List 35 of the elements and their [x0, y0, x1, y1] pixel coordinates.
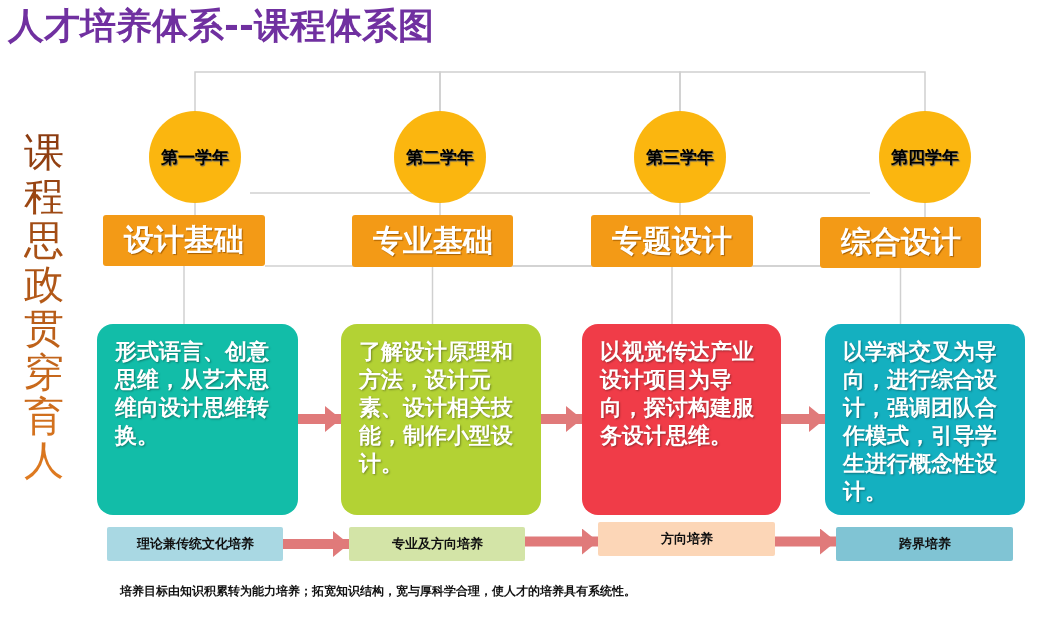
connector-line [194, 71, 441, 112]
connector-line [899, 267, 902, 325]
stage-label-box: 综合设计 [820, 217, 981, 268]
arrow [283, 531, 349, 557]
connector-line [671, 266, 673, 325]
stage-label-box: 专题设计 [591, 215, 753, 267]
stage-label-box: 专业基础 [352, 215, 513, 267]
connector-line [439, 202, 441, 216]
description-card: 以学科交叉为导向，进行综合设计，强调团队合作模式，引导学生进行概念性设计。 [825, 324, 1025, 515]
year-circle: 第三学年 [634, 111, 726, 203]
year-circle: 第四学年 [879, 111, 971, 203]
title: 人才培养体系--课程体系图 [8, 4, 434, 48]
training-tag: 理论兼传统文化培养 [107, 527, 283, 561]
year-circle: 第一学年 [149, 111, 241, 203]
description-card: 形式语言、创意思维，从艺术思维向设计思维转换。 [97, 324, 298, 515]
connector-line [679, 202, 681, 216]
training-tag: 跨界培养 [836, 527, 1013, 561]
connector-line [431, 266, 434, 325]
description-card: 了解设计原理和方法，设计元素、设计相关技能，制作小型设计。 [341, 324, 541, 515]
stage-label-box: 设计基础 [103, 215, 265, 266]
connector-line [679, 71, 926, 112]
arrow [298, 406, 341, 432]
arrow [525, 528, 598, 555]
training-tag: 专业及方向培养 [349, 527, 525, 561]
arrow [781, 406, 825, 432]
connector-line [183, 265, 185, 325]
arrow [541, 406, 582, 432]
description-card: 以视觉传达产业设计项目为导向，探讨构建服务设计思维。 [582, 324, 781, 515]
arrow [775, 528, 836, 555]
connector-line [194, 202, 196, 216]
year-circle: 第二学年 [394, 111, 486, 203]
connector-line [924, 202, 926, 218]
caption-note: 培养目标由知识积累转为能力培养；拓宽知识结构，宽与厚科学合理，使人才的培养具有系统性。 [120, 583, 636, 600]
training-tag: 方向培养 [598, 522, 775, 556]
connector-line [439, 71, 681, 112]
